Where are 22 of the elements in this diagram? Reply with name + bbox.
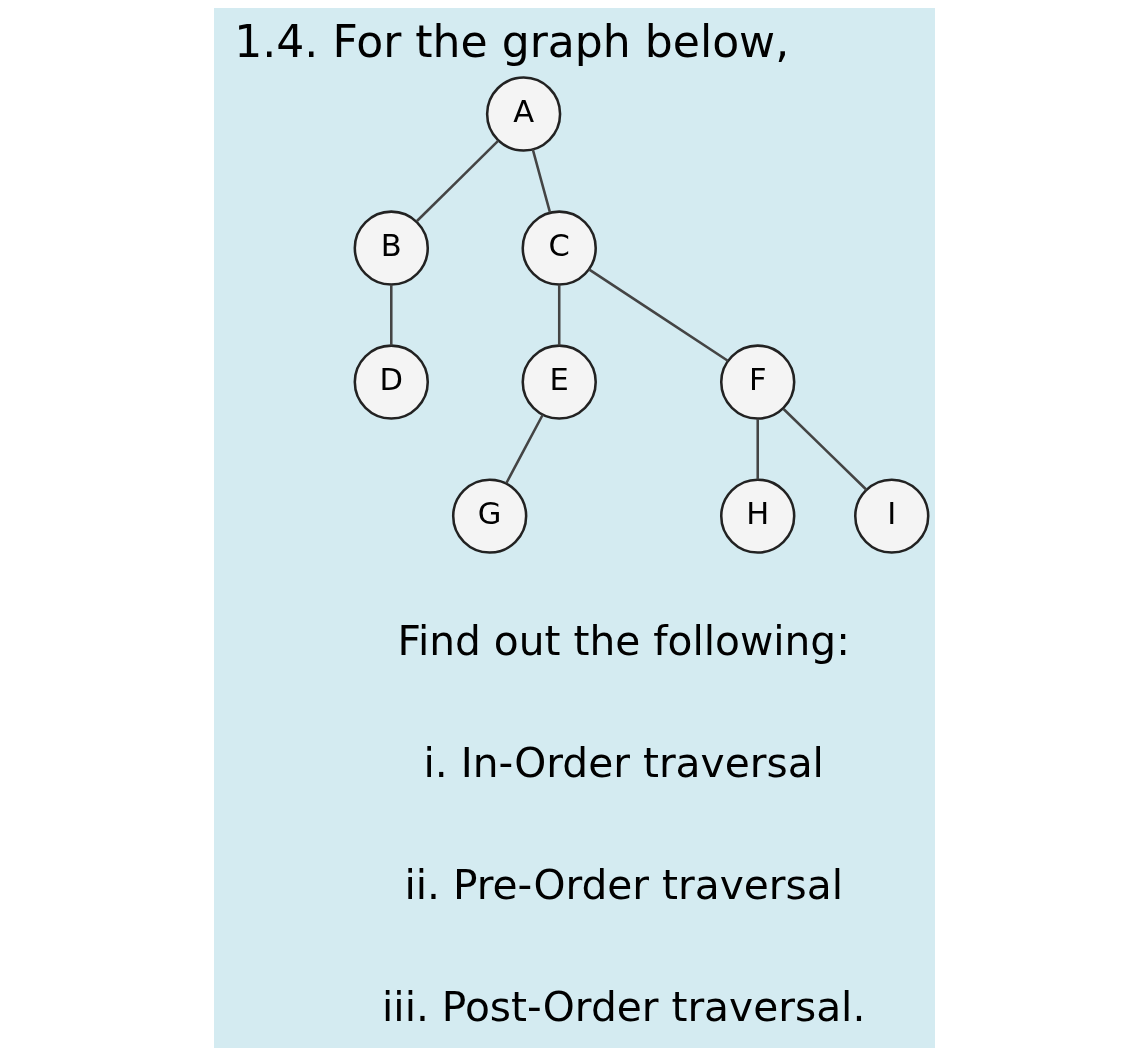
connector (504, 414, 544, 484)
node-circle: H (719, 478, 795, 554)
node-circle: C (521, 210, 597, 286)
node-circle: B (353, 210, 429, 286)
connector (389, 284, 393, 346)
node-circle: D (353, 344, 429, 420)
node-circle: E (521, 344, 597, 420)
connector (587, 268, 728, 362)
connector (531, 149, 551, 213)
diagram-title: 1.4. For the graph below, (233, 15, 789, 67)
connector (782, 408, 867, 491)
label: i. In-Order traversal (423, 738, 824, 787)
connector (415, 140, 499, 223)
label: Find out the following: (397, 616, 850, 665)
node-circle: G (451, 478, 527, 554)
label: iii. Post-Order traversal. (381, 983, 865, 1032)
node-circle: A (485, 76, 561, 152)
node-circle: I (853, 478, 929, 554)
node-circle: F (719, 344, 795, 420)
connector (557, 284, 560, 346)
label: ii. Pre-Order traversal (403, 861, 843, 910)
connector (755, 418, 759, 480)
